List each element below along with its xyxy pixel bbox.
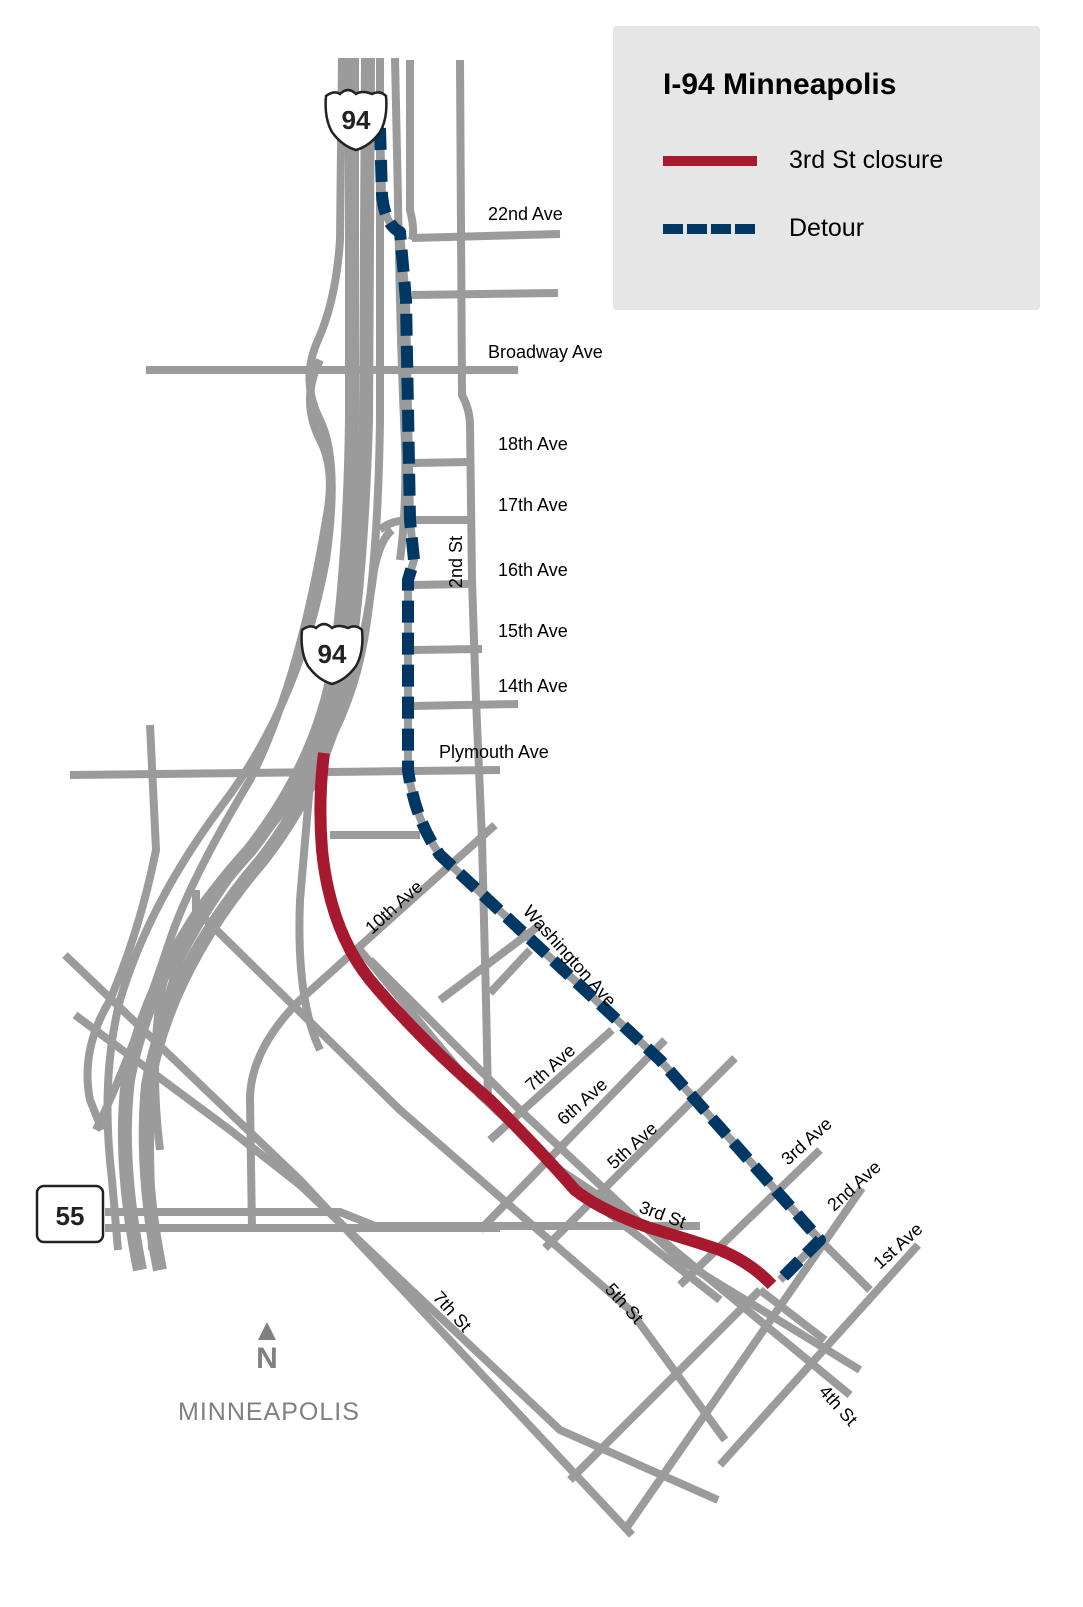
label-14th-ave: 14th Ave — [498, 676, 568, 696]
north-arrow: N — [252, 1322, 282, 1374]
label-2nd-st: 2nd St — [446, 536, 466, 588]
label-10th-ave: 10th Ave — [361, 876, 426, 938]
svg-text:94: 94 — [342, 105, 371, 135]
closure-swatch-icon — [663, 155, 757, 166]
street-grid — [62, 59, 921, 1538]
mn55-shield: 55 — [35, 1184, 105, 1244]
detour-route — [374, 127, 826, 1285]
label-22nd-ave: 22nd Ave — [488, 204, 563, 224]
label-17th-ave: 17th Ave — [498, 495, 568, 515]
legend-label-closure: 3rd St closure — [789, 146, 944, 174]
legend-panel: I-94 Minneapolis 3rd St closure Detour — [613, 26, 1040, 310]
svg-text:94: 94 — [318, 639, 347, 669]
svg-text:55: 55 — [56, 1201, 85, 1231]
closure-route-3rd-st — [314, 752, 777, 1290]
legend-item-detour: Detour — [663, 214, 864, 243]
legend-title: I-94 Minneapolis — [663, 68, 897, 101]
detour-swatch-icon — [663, 223, 757, 234]
label-16th-ave: 16th Ave — [498, 560, 568, 580]
i94-shield-top: 94 — [324, 88, 388, 152]
i94-shield-mid: 94 — [300, 622, 364, 686]
north-label: N — [256, 1342, 278, 1375]
label-broadway-ave: Broadway Ave — [488, 342, 603, 362]
i94-freeway — [83, 57, 410, 1272]
label-plymouth-ave: Plymouth Ave — [439, 742, 549, 762]
label-washington-ave: Washington Ave — [519, 901, 620, 1010]
city-label: MINNEAPOLIS — [178, 1398, 360, 1426]
label-18th-ave: 18th Ave — [498, 434, 568, 454]
legend-item-closure: 3rd St closure — [663, 146, 943, 175]
legend-label-detour: Detour — [789, 214, 865, 242]
label-5th-st: 5th St — [601, 1279, 647, 1327]
label-15th-ave: 15th Ave — [498, 621, 568, 641]
north-arrow-icon — [258, 1322, 276, 1340]
